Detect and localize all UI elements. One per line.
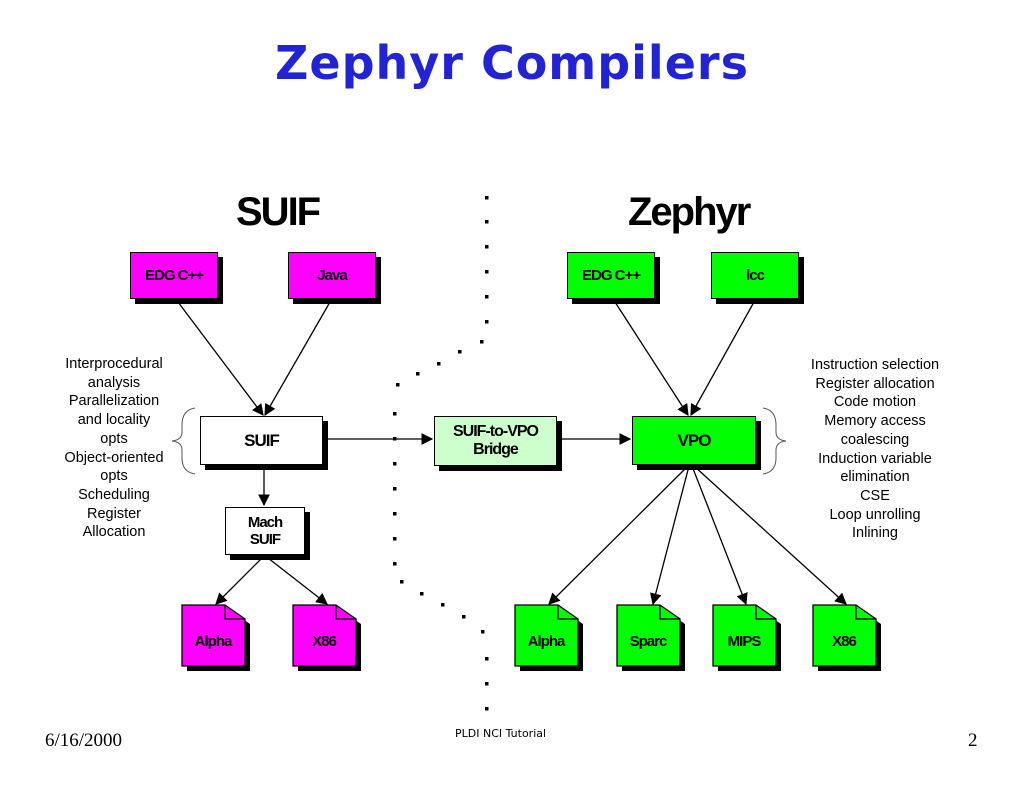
node-suif: SUIF xyxy=(200,416,323,465)
arrow-java-to-suif xyxy=(264,301,331,417)
suif-target-alpha-shape xyxy=(181,604,246,667)
slide-title: Zephyr Compilers xyxy=(275,36,749,90)
label-suif-target-alpha: Alpha xyxy=(194,633,233,650)
node-mach-suif: Mach SUIF xyxy=(225,507,305,555)
vpo-right-brace xyxy=(762,407,787,475)
label-zephyr-target-mips: MIPS xyxy=(727,633,762,650)
vpo-optimizations-note: Instruction selection Register allocatio… xyxy=(810,357,940,542)
arrow-vpo-to-sparc xyxy=(649,465,690,606)
zephyr-heading: Zephyr xyxy=(628,190,751,234)
node-lcc: lcc xyxy=(711,252,799,299)
arrow-vpo-to-mips xyxy=(691,465,748,606)
label-zephyr-target-sparc: Sparc xyxy=(629,633,668,650)
footer-center-text: PLDI NCI Tutorial xyxy=(455,727,547,740)
footer-date: 6/16/2000 xyxy=(45,730,123,751)
label-zephyr-target-alpha: Alpha xyxy=(527,633,566,650)
zephyr-target-mips-shape xyxy=(712,604,777,667)
arrow-vpo-to-alpha xyxy=(548,465,689,605)
suif-left-brace xyxy=(171,407,196,475)
node-java: Java xyxy=(288,252,376,299)
suif-heading: SUIF xyxy=(236,190,321,234)
zephyr-target-x86-shape xyxy=(812,604,877,667)
bridge-line2: Bridge xyxy=(473,441,519,458)
node-suif-to-vpo-bridge: SUIF-to-VPO Bridge xyxy=(434,416,557,466)
arrow-vpo-to-x86 xyxy=(693,465,847,605)
label-suif-target-x86: X86 xyxy=(312,633,337,650)
arrow-mach-to-x86 xyxy=(267,557,328,605)
dotted-separator xyxy=(393,196,489,711)
node-vpo: VPO xyxy=(632,416,756,465)
zephyr-target-sparc-shape xyxy=(616,604,681,667)
zephyr-target-alpha-shape xyxy=(514,604,579,667)
node-edg-cpp-suif: EDG C++ xyxy=(130,252,218,299)
mach-suif-line2: SUIF xyxy=(249,531,281,548)
footer-page-number: 2 xyxy=(968,730,978,751)
mach-suif-line1: Mach xyxy=(247,513,283,531)
arrow-lcc-to-vpo xyxy=(690,301,755,417)
suif-optimizations-note: Interprocedural analysis Parallelization… xyxy=(64,356,164,541)
arrow-edgcpp-to-suif xyxy=(177,301,264,416)
node-edg-cpp-zephyr: EDG C++ xyxy=(567,252,655,299)
arrow-mach-to-alpha xyxy=(215,557,263,605)
arrow-zedgcpp-to-vpo xyxy=(614,301,689,416)
label-zephyr-target-x86: X86 xyxy=(832,633,857,650)
suif-target-x86-shape xyxy=(292,604,357,667)
bridge-line1: SUIF-to-VPO xyxy=(453,422,539,440)
